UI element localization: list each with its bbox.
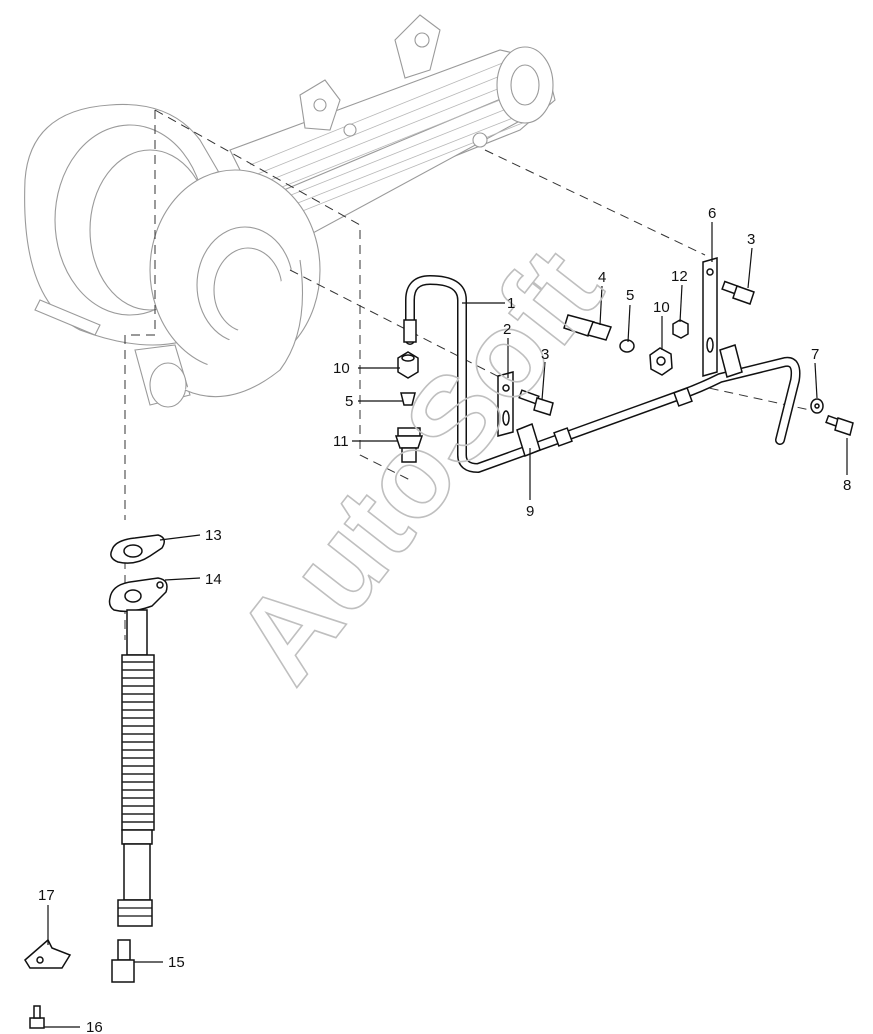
fitting-15 <box>111 939 135 983</box>
union-10-left <box>397 351 419 379</box>
callout-13: 13 <box>205 527 222 544</box>
callout-3-right: 3 <box>747 231 755 248</box>
callout-1: 1 <box>507 295 515 312</box>
callout-9: 9 <box>526 503 534 520</box>
callout-12: 12 <box>671 268 688 285</box>
callout-6: 6 <box>708 205 716 222</box>
clamp-9 <box>516 344 743 457</box>
gasket-13 <box>110 534 165 564</box>
callout-14: 14 <box>205 571 222 588</box>
callout-5-left: 5 <box>345 393 353 410</box>
leader-lines <box>44 222 848 1028</box>
ferrule-5-right <box>619 339 635 353</box>
washer-7 <box>810 398 824 414</box>
callout-2: 2 <box>503 321 511 338</box>
turbocharger-manifold-ghost <box>24 14 556 408</box>
callout-3-left: 3 <box>541 346 549 363</box>
callout-17: 17 <box>38 887 55 904</box>
bolt-8 <box>825 414 854 436</box>
callout-labels: 1 2 3 3 4 5 5 6 7 8 9 10 10 11 12 13 14 … <box>38 205 851 1034</box>
bracket-2 <box>497 371 514 437</box>
callout-5-right: 5 <box>626 287 634 304</box>
callout-16: 16 <box>86 1019 103 1034</box>
adapter-4 <box>563 314 612 341</box>
oil-drain-hose <box>117 609 155 927</box>
flange-14 <box>108 577 168 613</box>
callout-7: 7 <box>811 346 819 363</box>
callout-8: 8 <box>843 477 851 494</box>
callout-10-left: 10 <box>333 360 350 377</box>
bolt-3-right <box>721 280 755 305</box>
oil-feed-pipe <box>403 275 801 473</box>
bolt-3-left <box>518 389 554 416</box>
callout-15: 15 <box>168 954 185 971</box>
callout-11: 11 <box>333 433 349 450</box>
bracket-6 <box>702 257 718 377</box>
bolt-16 <box>29 1005 45 1029</box>
callout-4: 4 <box>598 269 606 286</box>
adapter-11 <box>394 427 424 463</box>
callout-10-right: 10 <box>653 299 670 316</box>
union-10-right <box>649 347 673 376</box>
nut-12 <box>672 319 689 339</box>
